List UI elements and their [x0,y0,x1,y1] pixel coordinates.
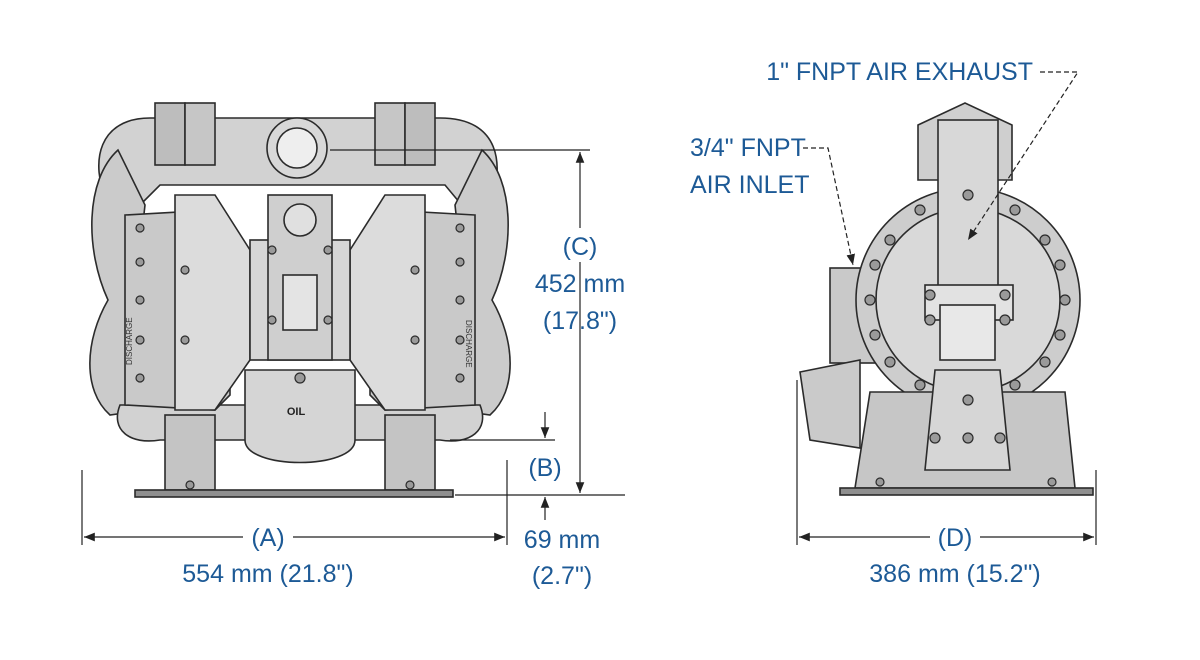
right-diaphragm-cover [349,194,426,411]
air-exhaust-label: 1" FNPT AIR EXHAUST [766,58,1033,86]
air-exhaust-leader [967,71,1080,241]
dim-c-metric: 452 mm [535,270,625,298]
exhaust-riser [937,119,999,311]
top-right-flange [374,102,406,166]
side-inlet-tee [924,369,1011,471]
dim-d-text-bg [930,522,980,552]
side-view-pump [799,102,1094,496]
dim-d-letter: (D) [938,524,973,552]
right-chamber-label: DISCHARGE [464,320,473,368]
dim-c-text-bg [556,228,606,262]
front-base-plate [134,489,454,498]
top-right-flange-2 [404,102,436,166]
front-dimension-lines [81,149,625,545]
discharge-port-inner [276,127,318,169]
dim-b-imperial: (2.7") [532,562,592,590]
air-inlet-leader [803,147,855,266]
dim-c-imperial: (17.8") [543,307,617,335]
top-left-flange-2 [184,102,216,166]
dim-a-letter: (A) [251,524,284,552]
side-lower-housing [799,359,861,449]
side-bolts [864,189,1071,487]
left-chamber-label: DISCHARGE [125,317,134,365]
side-base-plate [839,487,1094,496]
center-cap [283,203,317,237]
dim-c-letter: (C) [563,233,598,261]
dim-a-text-bg [243,522,293,552]
front-view-pump [89,102,511,498]
dim-d-value: 386 mm (15.2") [869,560,1040,588]
left-diaphragm-cover [174,194,251,411]
right-foot [384,414,436,491]
air-inlet-label-line2: AIR INLET [690,171,809,199]
callout-leaders [803,71,1080,266]
oil-label: OIL [287,406,306,418]
left-foot [164,414,216,491]
air-inlet-label-line1: 3/4" FNPT [690,134,806,162]
top-left-flange [154,102,186,166]
dim-b-metric: 69 mm [524,526,600,554]
air-valve-window [282,274,318,331]
dim-a-value: 554 mm (21.8") [182,560,353,588]
dim-b-letter: (B) [528,454,561,482]
front-bolts [135,223,465,490]
center-cavity [939,304,996,361]
oil-reservoir [244,369,356,464]
